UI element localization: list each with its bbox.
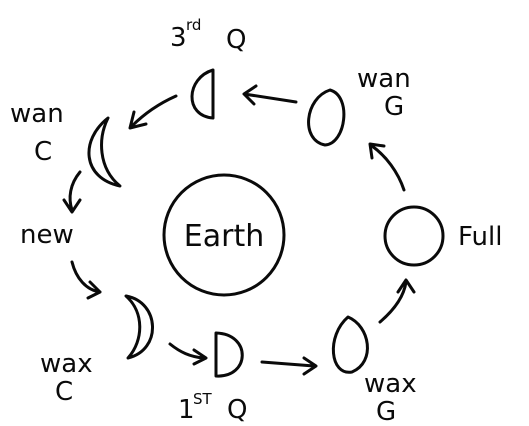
first-quarter-superscript: ST: [193, 390, 213, 408]
third-quarter: 3 rd Q: [170, 16, 246, 118]
arrow-third-quarter-to-waning-crescent: [130, 96, 176, 128]
waning-gibbous-label-line1: wan: [357, 64, 411, 94]
waning-crescent-shape: [89, 118, 120, 186]
full-moon-shape: [385, 207, 443, 265]
arrow-new-to-waxing-crescent: [72, 262, 100, 298]
third-quarter-superscript: rd: [186, 16, 201, 34]
waxing-gibbous-shape: [333, 317, 367, 372]
full-moon-label: Full: [458, 222, 502, 252]
earth: Earth: [164, 175, 284, 295]
arrow-first-quarter-to-waxing-gibbous: [262, 358, 316, 374]
waxing-gibbous-label-line1: wax: [364, 369, 417, 399]
waning-gibbous: wan G: [309, 64, 411, 145]
first-quarter-shape: [216, 333, 242, 376]
third-quarter-q: Q: [226, 25, 246, 55]
earth-label: Earth: [184, 219, 264, 254]
arrow-waxing-gibbous-to-full: [380, 280, 414, 322]
first-quarter: 1 ST Q: [178, 333, 247, 425]
waning-crescent: wan C: [10, 99, 120, 186]
third-quarter-number: 3: [170, 23, 187, 53]
waning-gibbous-shape: [309, 90, 344, 145]
waxing-gibbous: wax G: [333, 317, 416, 426]
waxing-crescent-label-line2: C: [55, 377, 73, 407]
waning-crescent-label-line2: C: [34, 137, 52, 167]
waxing-crescent: wax C: [40, 296, 153, 407]
waxing-gibbous-label-line2: G: [376, 397, 396, 426]
waning-crescent-label-line1: wan: [10, 99, 64, 129]
waning-gibbous-label-line2: G: [384, 92, 404, 122]
arrow-full-to-waning-gibbous: [370, 144, 404, 190]
third-quarter-shape: [192, 70, 213, 118]
arrow-waxing-crescent-to-first-quarter: [170, 344, 206, 364]
full-moon: Full: [385, 207, 502, 265]
waxing-crescent-shape: [126, 296, 153, 358]
first-quarter-q: Q: [227, 395, 247, 425]
arrow-waning-gibbous-to-third-quarter: [244, 86, 296, 104]
arrow-waning-crescent-to-new: [64, 172, 80, 212]
new-moon-label: new: [20, 220, 74, 250]
waxing-crescent-label-line1: wax: [40, 349, 93, 379]
